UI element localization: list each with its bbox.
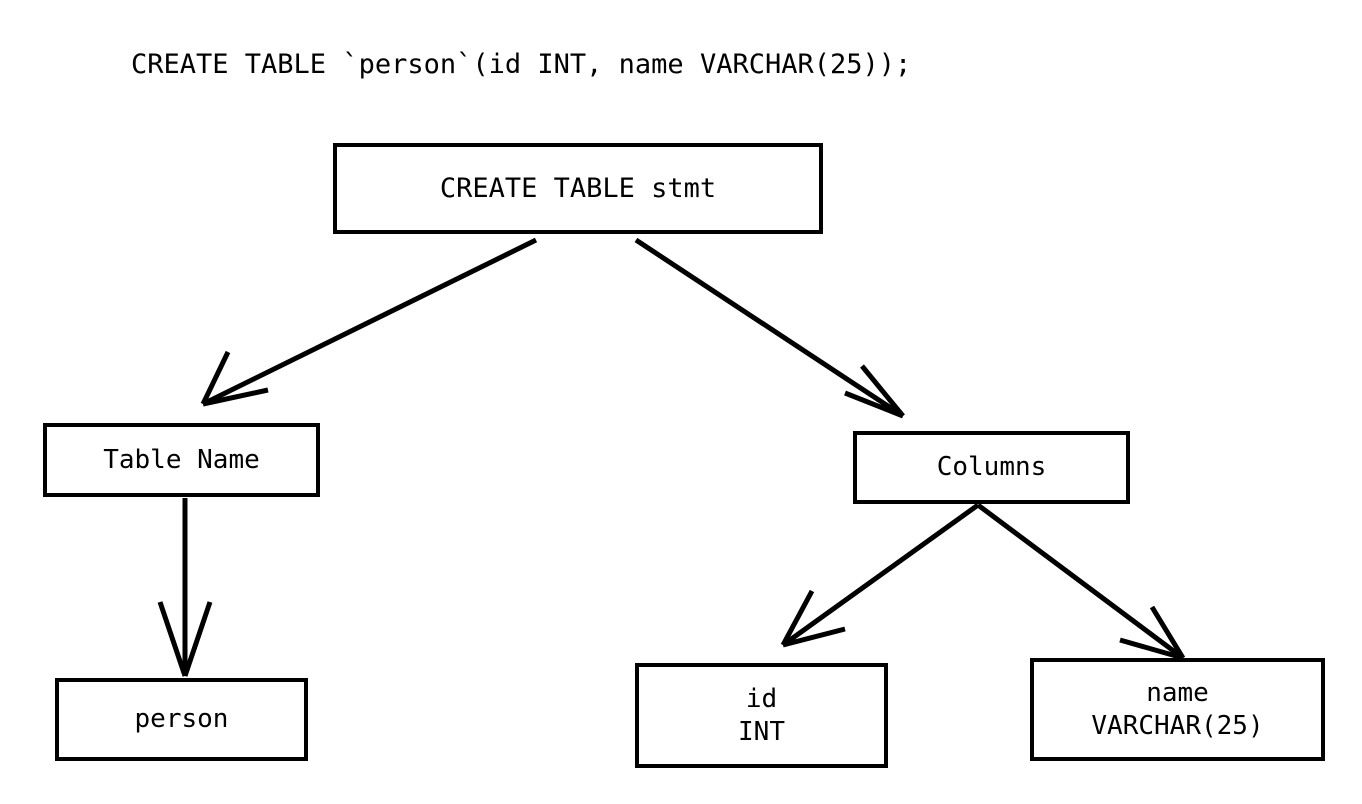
node-table-name[interactable]: Table Name — [43, 423, 320, 497]
node-label: person — [134, 704, 229, 734]
edge-root-to-table-name — [200, 237, 538, 407]
node-column-name[interactable]: name VARCHAR(25) — [1030, 658, 1325, 761]
node-label: CREATE TABLE stmt — [439, 173, 717, 204]
node-label-secondary: VARCHAR(25) — [1091, 710, 1264, 741]
node-label: Columns — [936, 452, 1047, 482]
edge-root-to-columns — [634, 237, 905, 419]
edge-columns-to-col-id — [780, 502, 980, 648]
node-label: name — [1146, 677, 1209, 708]
edge-table-name-to-person — [157, 498, 213, 677]
node-label: Table Name — [103, 444, 260, 475]
node-columns[interactable]: Columns — [853, 431, 1130, 504]
node-label: id — [745, 683, 778, 714]
node-create-table-stmt[interactable]: CREATE TABLE stmt — [333, 143, 823, 234]
edge-columns-to-col-name — [976, 502, 1186, 661]
node-person[interactable]: person — [55, 678, 308, 761]
node-column-id[interactable]: id INT — [635, 663, 888, 768]
node-label-secondary: INT — [738, 716, 785, 747]
sql-statement-caption: CREATE TABLE `person`(id INT, name VARCH… — [131, 49, 912, 80]
